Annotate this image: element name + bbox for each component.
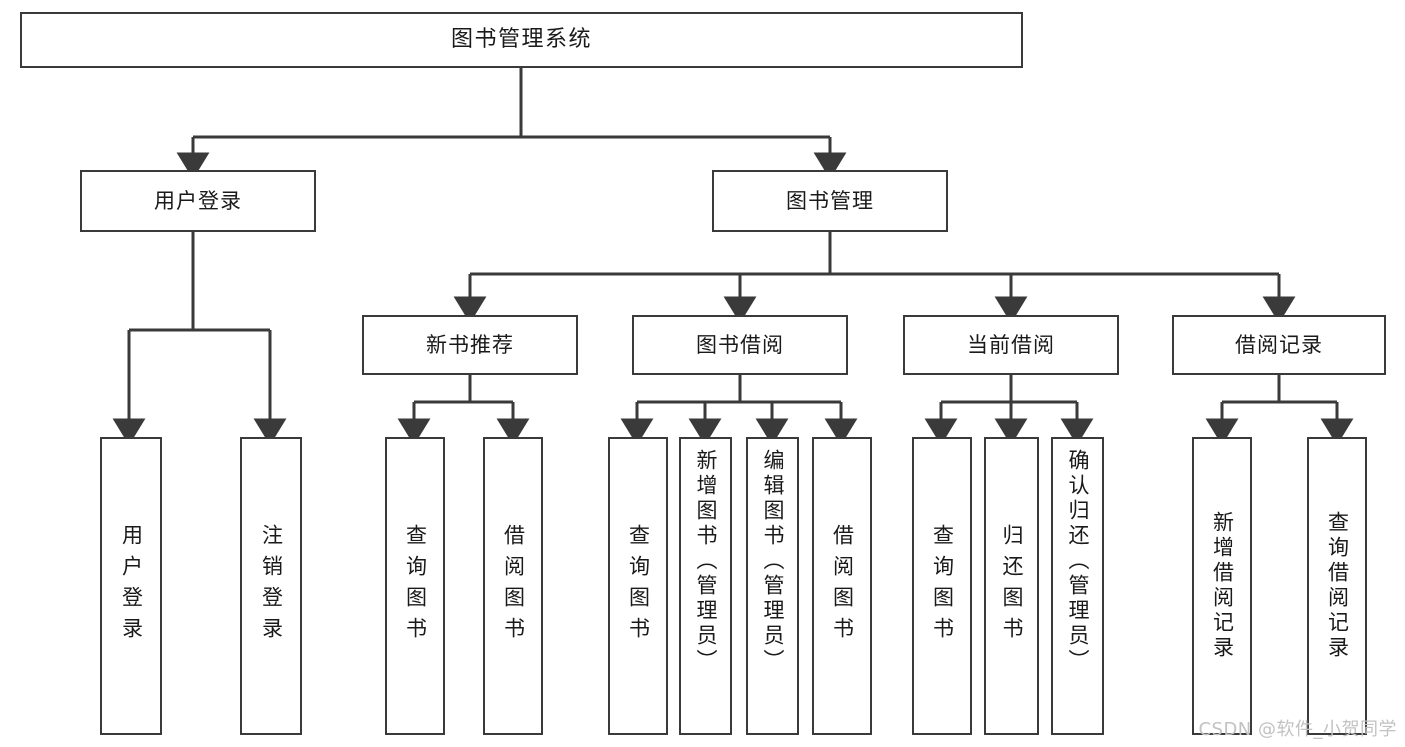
- node-label: 借阅图书: [501, 524, 526, 648]
- node-leaf-borrow-book-recommend[interactable]: 借阅图书: [483, 437, 543, 735]
- node-leaf-query-book-borrow[interactable]: 查询图书: [608, 437, 668, 735]
- node-label: 借阅图书: [830, 524, 855, 648]
- node-label: 注销登录: [259, 524, 284, 648]
- node-label: 新书推荐: [426, 332, 514, 357]
- node-leaf-add-book-admin[interactable]: 新增图书（管理员）: [679, 437, 732, 735]
- node-leaf-query-borrow-record[interactable]: 查询借阅记录: [1307, 437, 1367, 735]
- watermark: CSDN @软件_小贺同学: [1198, 719, 1397, 740]
- node-borrow-record[interactable]: 借阅记录: [1172, 315, 1386, 375]
- node-label: 借阅记录: [1235, 332, 1323, 357]
- node-label: 查询图书: [930, 524, 955, 648]
- node-user-login[interactable]: 用户登录: [80, 170, 316, 232]
- node-label: 查询图书: [626, 524, 651, 648]
- node-leaf-add-borrow-record[interactable]: 新增借阅记录: [1192, 437, 1252, 735]
- node-leaf-confirm-return-admin[interactable]: 确认归还（管理员）: [1051, 437, 1104, 735]
- node-label: 用户登录: [119, 524, 144, 648]
- node-label: 图书管理系统: [450, 27, 592, 53]
- node-book-borrow[interactable]: 图书借阅: [632, 315, 848, 375]
- node-leaf-return-book[interactable]: 归还图书: [984, 437, 1039, 735]
- node-label: 新增借阅记录: [1210, 511, 1235, 661]
- node-label: 图书管理: [786, 188, 874, 213]
- node-root-book-management-system[interactable]: 图书管理系统: [20, 12, 1023, 68]
- node-current-borrow[interactable]: 当前借阅: [903, 315, 1119, 375]
- node-label: 查询图书: [403, 524, 428, 648]
- node-label: 新增图书（管理员）: [694, 449, 718, 674]
- node-book-management[interactable]: 图书管理: [712, 170, 948, 232]
- node-leaf-edit-book-admin[interactable]: 编辑图书（管理员）: [746, 437, 799, 735]
- node-label: 图书借阅: [696, 332, 784, 357]
- node-leaf-user-logout[interactable]: 注销登录: [240, 437, 302, 735]
- node-label: 确认归还（管理员）: [1066, 449, 1090, 674]
- node-leaf-user-login[interactable]: 用户登录: [100, 437, 162, 735]
- node-leaf-query-book-current[interactable]: 查询图书: [912, 437, 972, 735]
- node-leaf-query-book-recommend[interactable]: 查询图书: [385, 437, 445, 735]
- node-new-book-recommend[interactable]: 新书推荐: [362, 315, 578, 375]
- node-label: 当前借阅: [967, 332, 1055, 357]
- node-leaf-borrow-book[interactable]: 借阅图书: [812, 437, 872, 735]
- node-label: 用户登录: [154, 188, 242, 213]
- node-label: 归还图书: [1000, 524, 1024, 648]
- node-label: 查询借阅记录: [1325, 511, 1350, 661]
- node-label: 编辑图书（管理员）: [761, 449, 785, 674]
